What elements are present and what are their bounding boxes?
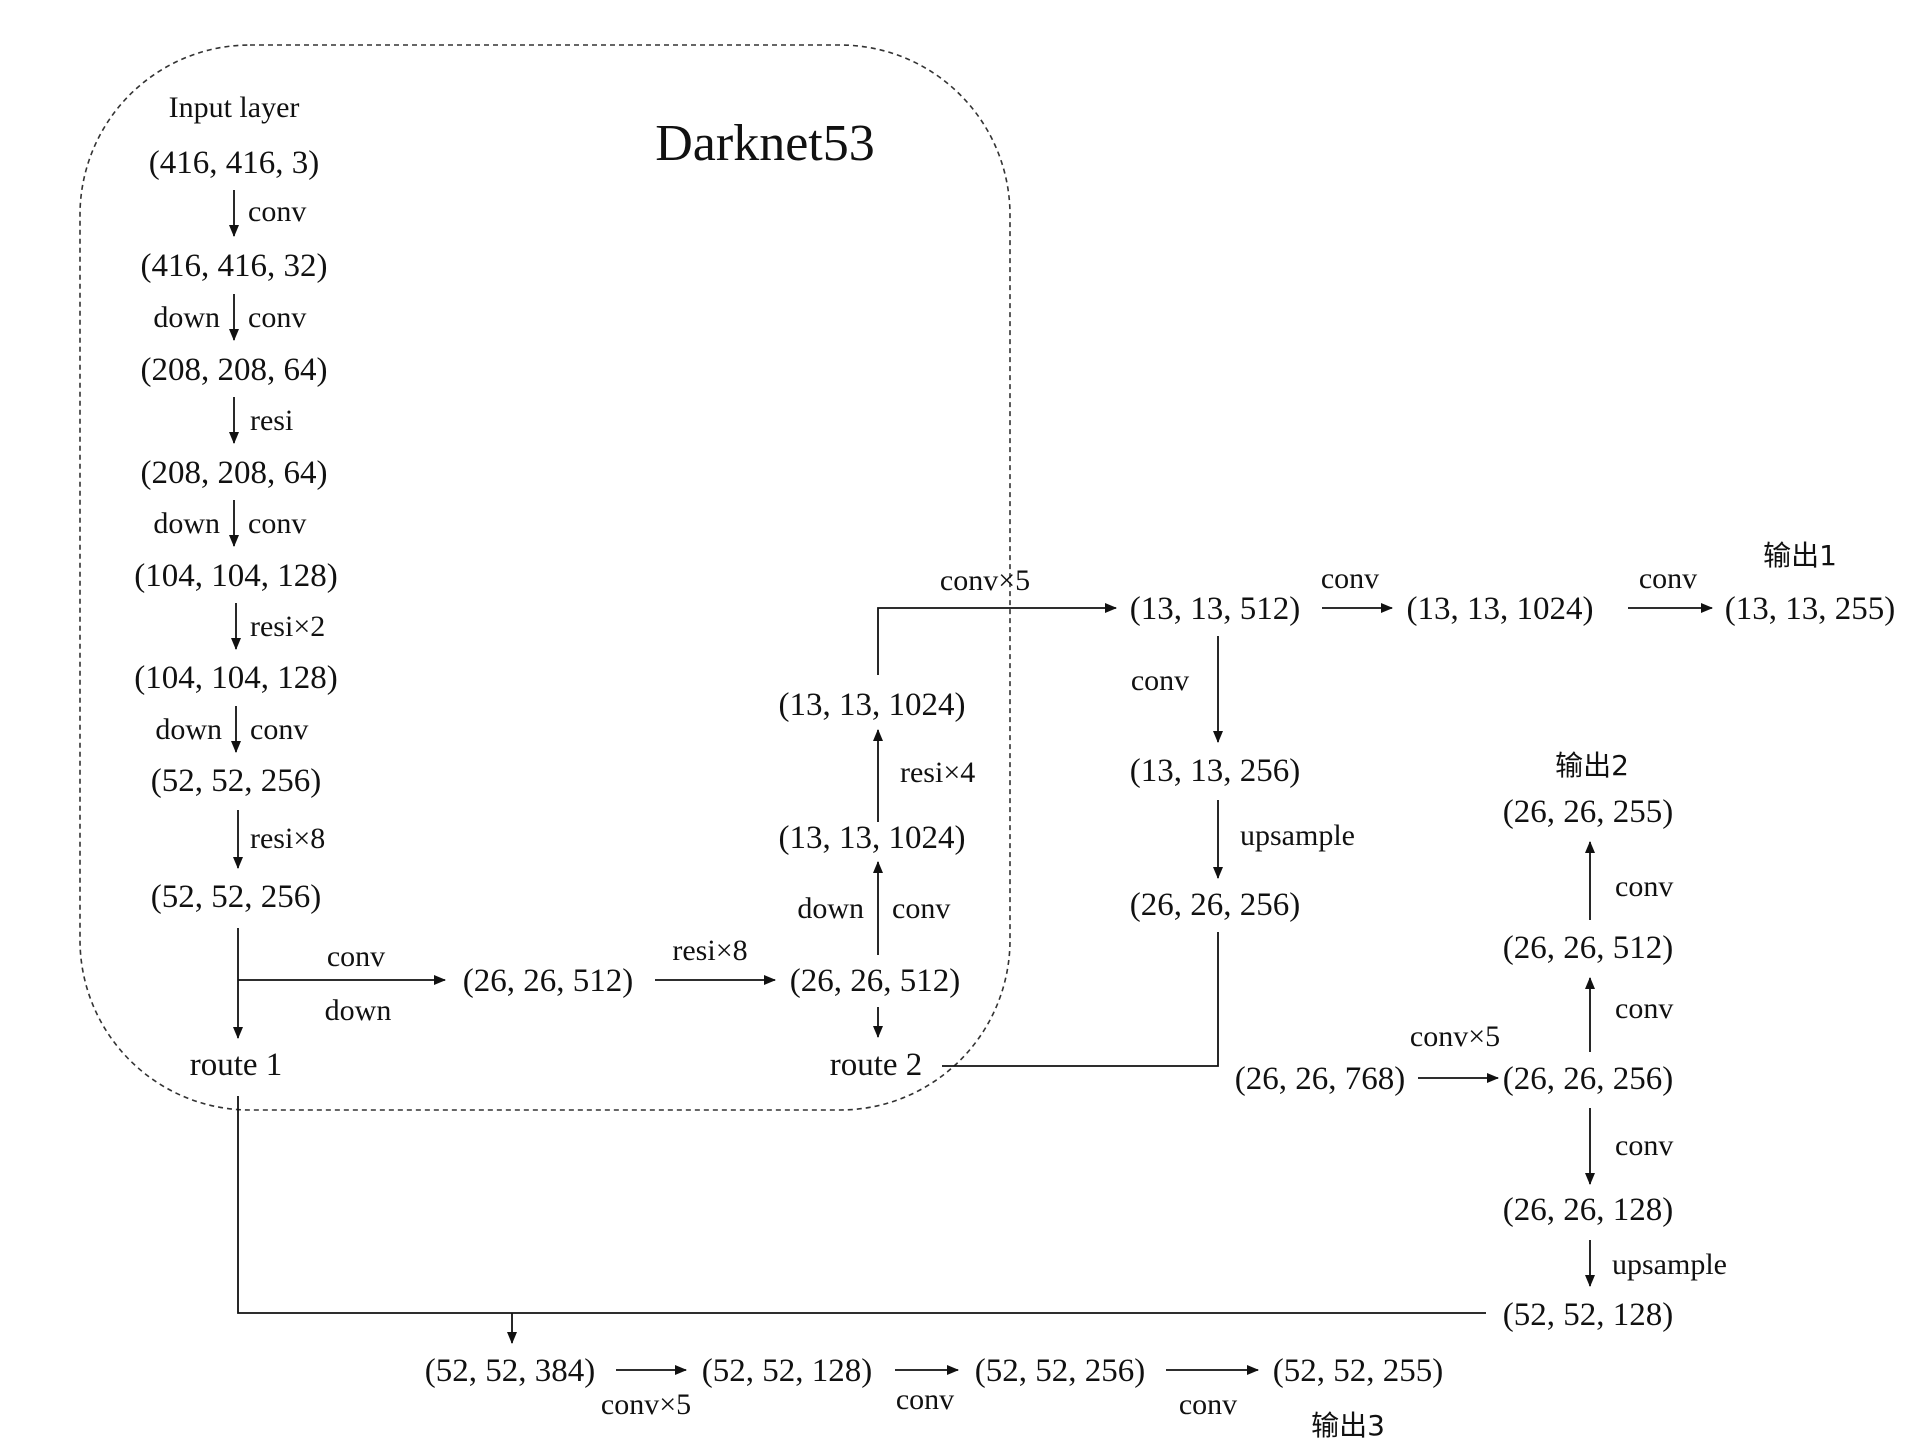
node-13-13-1024-a: (13, 13, 1024) xyxy=(779,820,966,856)
node-52-52-256-a: (52, 52, 256) xyxy=(151,763,321,799)
edge-label-down: down xyxy=(153,507,220,540)
node-52-52-128-a: (52, 52, 128) xyxy=(1503,1297,1673,1333)
edge-label-conv: conv xyxy=(248,301,306,334)
node-26-26-512-b: (26, 26, 512) xyxy=(790,963,960,999)
node-26-26-768: (26, 26, 768) xyxy=(1235,1061,1405,1097)
edge-label-conv-x5: conv×5 xyxy=(601,1388,691,1421)
node-26-26-256-a: (26, 26, 256) xyxy=(1130,887,1300,923)
line-route1-merge xyxy=(237,1096,1486,1314)
edge-label-conv: conv xyxy=(1179,1388,1237,1421)
edge-label-resi-x2: resi×2 xyxy=(250,610,325,643)
edge-label-conv: conv xyxy=(1615,1129,1673,1162)
edge-label-upsample: upsample xyxy=(1612,1248,1727,1281)
edge-label-conv: conv xyxy=(1131,664,1189,697)
edge-label-upsample: upsample xyxy=(1240,819,1355,852)
edge-label-resi-x8: resi×8 xyxy=(672,934,747,967)
node-416-416-3: (416, 416, 3) xyxy=(149,145,319,181)
edge-label-conv: conv xyxy=(327,940,385,973)
edge-label-conv: conv xyxy=(1321,562,1379,595)
output-1-label: 输出1 xyxy=(1763,539,1837,572)
edge-label-conv: conv xyxy=(248,507,306,540)
route-1: route 1 xyxy=(190,1047,283,1083)
output-2-label: 输出2 xyxy=(1555,749,1629,782)
node-104-104-128-a: (104, 104, 128) xyxy=(134,558,337,594)
node-208-208-64-a: (208, 208, 64) xyxy=(141,352,328,388)
edge-label-conv-x5: conv×5 xyxy=(940,564,1030,597)
node-13-13-1024-c: (13, 13, 1024) xyxy=(1407,591,1594,627)
node-26-26-512-c: (26, 26, 512) xyxy=(1503,930,1673,966)
input-layer-label: Input layer xyxy=(169,91,300,124)
edge-label-resi-x8: resi×8 xyxy=(250,822,325,855)
edge-label-conv: conv xyxy=(892,892,950,925)
edge-label-conv-x5: conv×5 xyxy=(1410,1020,1500,1053)
node-52-52-255: (52, 52, 255) xyxy=(1273,1353,1443,1389)
node-13-13-256: (13, 13, 256) xyxy=(1130,753,1300,789)
edge-label-conv: conv xyxy=(248,195,306,228)
edge-label-conv: conv xyxy=(1615,992,1673,1025)
edge-label-down: down xyxy=(153,301,220,334)
node-13-13-512: (13, 13, 512) xyxy=(1130,591,1300,627)
node-52-52-256-b: (52, 52, 256) xyxy=(151,879,321,915)
node-52-52-128-b: (52, 52, 128) xyxy=(702,1353,872,1389)
edge-label-down: down xyxy=(325,994,392,1027)
line-route2-merge xyxy=(942,932,1219,1067)
route-2: route 2 xyxy=(830,1047,923,1083)
edge-label-conv: conv xyxy=(1639,562,1697,595)
node-208-208-64-b: (208, 208, 64) xyxy=(141,455,328,491)
arrow-conv5-top xyxy=(877,603,1117,675)
darknet53-title: Darknet53 xyxy=(655,115,874,172)
edge-label-down: down xyxy=(155,713,222,746)
node-416-416-32: (416, 416, 32) xyxy=(141,248,328,284)
edge-label-down: down xyxy=(797,892,864,925)
node-52-52-256-c: (52, 52, 256) xyxy=(975,1353,1145,1389)
node-13-13-1024-b: (13, 13, 1024) xyxy=(779,687,966,723)
node-26-26-255: (26, 26, 255) xyxy=(1503,794,1673,830)
node-52-52-384: (52, 52, 384) xyxy=(425,1353,595,1389)
node-13-13-255: (13, 13, 255) xyxy=(1725,591,1895,627)
output-3-label: 输出3 xyxy=(1311,1409,1385,1440)
edge-label-resi-x4: resi×4 xyxy=(900,756,975,789)
node-26-26-128: (26, 26, 128) xyxy=(1503,1192,1673,1228)
edge-label-resi: resi xyxy=(250,404,293,437)
node-26-26-256-b: (26, 26, 256) xyxy=(1503,1061,1673,1097)
node-26-26-512-a: (26, 26, 512) xyxy=(463,963,633,999)
darknet53-frame xyxy=(79,44,1011,1111)
edge-label-conv: conv xyxy=(1615,870,1673,903)
edge-label-conv: conv xyxy=(896,1383,954,1416)
node-104-104-128-b: (104, 104, 128) xyxy=(134,660,337,696)
edge-label-conv: conv xyxy=(250,713,308,746)
